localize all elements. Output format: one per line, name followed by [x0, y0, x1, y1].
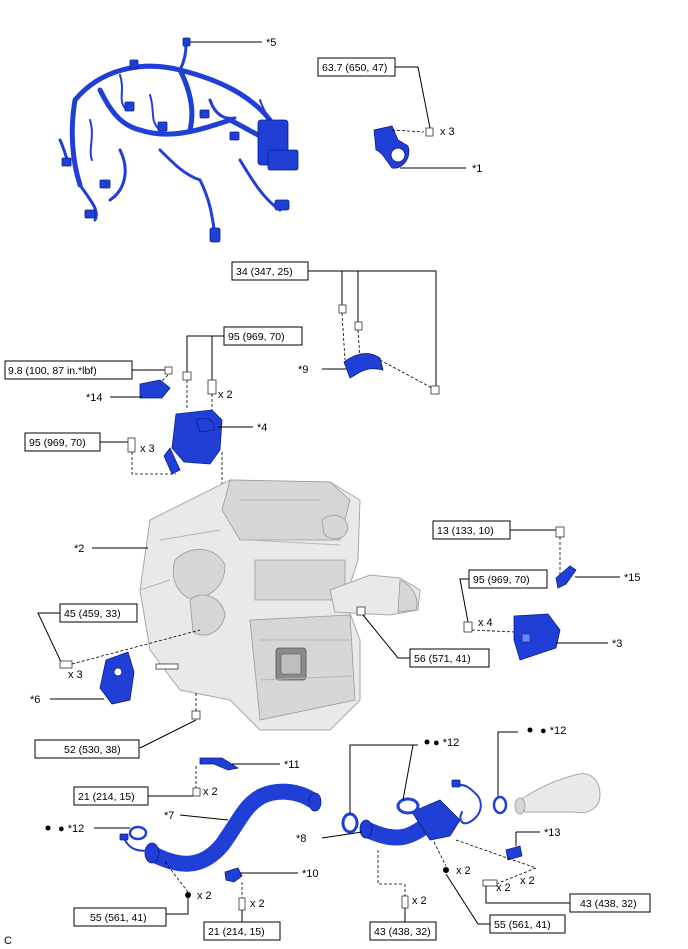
- callout-6: *6: [30, 694, 40, 706]
- torque-value: 95 (969, 70): [473, 574, 530, 586]
- torque-value: 52 (530, 38): [64, 744, 121, 756]
- torque-box: [489, 914, 566, 934]
- bolt-icon: [338, 304, 347, 314]
- torque-box: [369, 921, 437, 941]
- bolt-icon: [191, 710, 201, 720]
- quantity: x 3: [440, 126, 455, 138]
- bracket-part-1: [373, 125, 410, 169]
- bolt-icon: [555, 526, 565, 538]
- bolt-icon: [430, 385, 440, 395]
- torque-value: 55 (561, 41): [494, 919, 551, 931]
- quantity: x 2: [203, 786, 218, 798]
- quantity: x 2: [520, 875, 535, 887]
- callout-11: *11: [284, 759, 300, 771]
- figure-code: C: [4, 935, 12, 947]
- callout-4: *4: [257, 422, 267, 434]
- engine-mount-part-4: [163, 409, 223, 475]
- callout-12: ● *12: [58, 823, 84, 835]
- bracket-part-14: [139, 379, 171, 399]
- torque-value: 43 (438, 32): [374, 926, 431, 938]
- bolt-icon: [425, 127, 434, 137]
- callout-15: *15: [624, 572, 641, 584]
- bracket-part-15: [555, 565, 577, 589]
- engine-assembly: [139, 479, 421, 731]
- bolt-icon: [354, 321, 363, 331]
- torque-value: 45 (459, 33): [64, 608, 121, 620]
- bolt-icon: [401, 895, 409, 909]
- callout-7: *7: [164, 810, 174, 822]
- torque-value: 34 (347, 25): [236, 266, 293, 278]
- torque-box: [569, 893, 651, 913]
- wire-harness: [58, 37, 299, 243]
- callout-5: *5: [266, 37, 276, 49]
- mount-part-3: [513, 613, 561, 661]
- torque-value: 21 (214, 15): [208, 926, 265, 938]
- bolt-icon: [482, 879, 498, 887]
- bracket-part-10: [224, 867, 243, 883]
- quantity: x 2: [412, 895, 427, 907]
- bolt-icon: [192, 787, 201, 797]
- bolt-icon: [207, 379, 217, 395]
- callout-12: ● *12: [433, 737, 459, 749]
- bolt-icon: [59, 660, 73, 669]
- bolt-icon: [164, 366, 173, 375]
- callout-2: *2: [74, 543, 84, 555]
- callout-14: *14: [86, 392, 103, 404]
- torque-value: 56 (571, 41): [414, 653, 471, 665]
- quantity: x 3: [68, 669, 83, 681]
- exhaust-pipe-part-7: [144, 783, 322, 872]
- torque-box: [409, 648, 490, 668]
- callout-8: *8: [296, 833, 306, 845]
- front-pipe-part-8: [359, 797, 461, 846]
- catalytic-converter: [514, 773, 601, 815]
- quantity: x 3: [140, 443, 155, 455]
- bolt-icon: [127, 437, 136, 453]
- bolt-icon: [463, 621, 473, 633]
- torque-value: 95 (969, 70): [228, 331, 285, 343]
- gasket-part-13: [505, 845, 523, 861]
- bracket-part-9: [343, 353, 384, 379]
- callout-13: *13: [544, 827, 561, 839]
- quantity: x 2: [197, 890, 212, 902]
- callout-10: *10: [302, 868, 319, 880]
- torque-box: [34, 739, 140, 759]
- quantity: x 2: [218, 389, 233, 401]
- callout-9: *9: [298, 364, 308, 376]
- quantity: x 2: [456, 865, 471, 877]
- quantity: x 2: [250, 898, 265, 910]
- mount-part-6: [99, 651, 135, 705]
- torque-value: 43 (438, 32): [580, 898, 637, 910]
- callout-3: *3: [612, 638, 622, 650]
- torque-value: 63.7 (650, 47): [322, 62, 387, 74]
- torque-value: 55 (561, 41): [90, 912, 147, 924]
- quantity: x 4: [478, 617, 493, 629]
- quantity: x 2: [496, 882, 511, 894]
- bracket-part-11: [199, 757, 240, 771]
- nut-icon: [356, 606, 366, 616]
- torque-value: 95 (969, 70): [29, 437, 86, 449]
- torque-value: 13 (133, 10): [437, 525, 494, 537]
- callout-12: ● *12: [540, 725, 566, 737]
- torque-value: 21 (214, 15): [78, 791, 135, 803]
- torque-box: [73, 907, 167, 927]
- callout-1: *1: [472, 163, 482, 175]
- bolt-icon: [238, 897, 246, 911]
- bolt-icon: [182, 371, 192, 381]
- torque-value: 9.8 (100, 87 in.*lbf): [8, 365, 97, 377]
- bolt-icon: [155, 663, 179, 670]
